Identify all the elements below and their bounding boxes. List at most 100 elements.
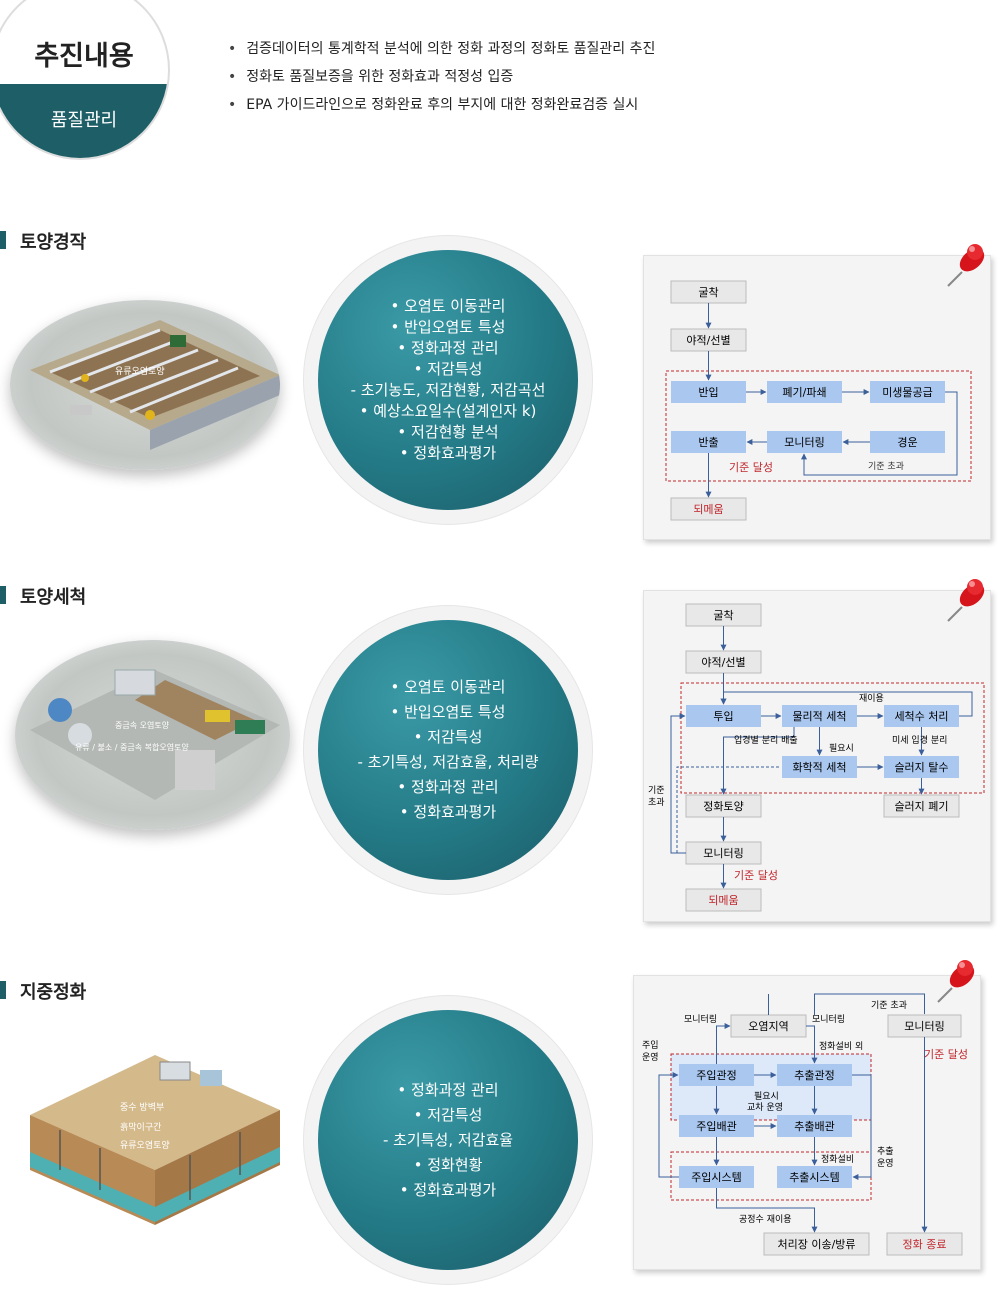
- photo-label: 유류오염토양: [120, 1140, 170, 1151]
- management-item: - 초기농도, 저감현황, 저감곡선: [350, 381, 546, 399]
- flow-node: 굴착: [713, 609, 733, 622]
- flow-node: 모니터링: [784, 436, 824, 449]
- landfarming-picture: 유류오염토양: [30, 320, 280, 450]
- page-title: 추진내용: [34, 41, 134, 72]
- flow-node: 추출배관: [794, 1120, 834, 1133]
- flow-node: 모니터링: [904, 1020, 944, 1033]
- summary-list: 검증데이터의 통계학적 분석에 의한 정화 과정의 정화토 품질관리 추진 정화…: [228, 35, 655, 119]
- flow-label: 모니터링: [812, 1013, 845, 1025]
- management-item: • 예상소요일수(설계인자 k): [359, 402, 537, 420]
- flow-node: 화학적 세척: [792, 761, 846, 774]
- flow-label: 필요시: [754, 1090, 779, 1102]
- flow-label: 공정수 재이용: [739, 1214, 792, 1225]
- flow-node: 주입시스템: [691, 1171, 742, 1184]
- management-item: • 반입오염토 특성: [390, 703, 506, 721]
- flow-label: 기준 달성: [729, 461, 773, 474]
- pushpin-icon: [942, 238, 994, 290]
- flow-label: 필요시: [829, 742, 854, 754]
- header-badge: 추진내용 품질관리: [0, 0, 170, 160]
- photo-label: 중수 방벽부: [120, 1102, 164, 1113]
- flow-label: 정화설비: [821, 1154, 854, 1165]
- management-item: • 오염토 이동관리: [390, 297, 506, 315]
- flow-node: 주입관정: [696, 1069, 736, 1082]
- flow-node: 물리적 세척: [792, 710, 846, 723]
- landfarming-flowchart: 굴착 야적/선별 반입 폐기/파쇄 미생물공급 반출 모니터링 경운 되메움 기…: [643, 244, 991, 540]
- page-subtitle: 품질관리: [0, 84, 168, 158]
- flow-node: 되메움: [708, 894, 738, 907]
- management-item: • 저감현황 분석: [397, 423, 499, 441]
- photo-label: 유류오염토양: [115, 366, 165, 377]
- flow-node: 추출관정: [794, 1069, 834, 1082]
- landfarming-illustration: 유류오염토양: [10, 300, 280, 470]
- flow-label: 초과: [648, 797, 665, 808]
- flow-node: 굴착: [698, 286, 718, 299]
- flow-label: 기준 초과: [868, 461, 904, 472]
- flow-label: 교차 운영: [747, 1101, 783, 1113]
- in-situ-illustration: 중수 방벽부 흙막이구간 유류오염토양: [20, 1040, 285, 1230]
- flow-node: 처리장 이송/방류: [777, 1238, 855, 1251]
- management-item: • 저감특성: [413, 360, 483, 378]
- flow-node: 정화토양: [703, 800, 743, 813]
- photo-label: 유류 / 불소 / 중금속 복합오염토양: [75, 742, 189, 752]
- flow-node: 추출시스템: [789, 1171, 840, 1184]
- in-situ-picture: 중수 방벽부 흙막이구간 유류오염토양: [30, 1055, 280, 1225]
- flow-node: 주입배관: [696, 1120, 736, 1133]
- photo-label: 중금속 오염토양: [115, 721, 170, 730]
- management-item: • 정화효과평가: [399, 444, 497, 462]
- flow-label: 운영: [877, 1158, 894, 1169]
- flow-label: 기준: [648, 785, 665, 796]
- management-item: • 정화현황: [413, 1155, 483, 1174]
- pushpin-icon: [942, 573, 994, 625]
- flow-node: 미생물공급: [882, 386, 933, 399]
- soil-washing-flowchart: 굴착 야적/선별 투입 물리적 세척 세척수 처리 화학적 세척 슬러지 탈수 …: [643, 579, 991, 922]
- management-item: • 오염토 이동관리: [390, 678, 506, 696]
- soil-washing-illustration: 중금속 오염토양 유류 / 불소 / 중금속 복합오염토양: [15, 640, 290, 830]
- flow-label: 모니터링: [684, 1013, 717, 1025]
- soil-washing-picture: 중금속 오염토양 유류 / 불소 / 중금속 복합오염토양: [30, 669, 280, 800]
- management-item: • 정화효과평가: [399, 803, 497, 821]
- flow-node: 세척수 처리: [894, 710, 948, 723]
- flow-node: 야적/선별: [686, 334, 730, 347]
- in-situ-management-circle: • 정화과정 관리 • 저감특성 - 초기특성, 저감효율 • 정화현황 • 정…: [318, 1010, 578, 1270]
- flow-node: 정화 종료: [903, 1238, 947, 1251]
- flow-node: 경운: [897, 436, 917, 449]
- management-item: - 초기특성, 저감효율, 처리량: [357, 753, 539, 771]
- flow-node: 슬러지 탈수: [894, 761, 948, 774]
- management-item: - 초기특성, 저감효율: [382, 1130, 514, 1149]
- flow-node: 반입: [698, 386, 718, 399]
- flow-label: 기준 달성: [924, 1048, 968, 1061]
- landfarming-management-circle: • 오염토 이동관리 • 반입오염토 특성 • 정화과정 관리 • 저감특성 -…: [318, 250, 578, 510]
- management-item: • 반입오염토 특성: [390, 318, 506, 336]
- flow-label: 주입: [642, 1039, 659, 1051]
- pushpin-icon: [932, 954, 984, 1006]
- flow-node: 오염지역: [748, 1020, 788, 1033]
- flow-node: 모니터링: [703, 847, 743, 860]
- flow-node: 야적/선별: [701, 656, 745, 669]
- management-item: • 정화효과평가: [399, 1180, 497, 1199]
- management-item: • 저감특성: [413, 1105, 483, 1124]
- management-item: • 정화과정 관리: [397, 339, 499, 357]
- summary-item: EPA 가이드라인으로 정화완료 후의 부지에 대한 정화완료검증 실시: [228, 91, 655, 119]
- flow-node: 반출: [698, 436, 718, 449]
- flow-node: 슬러지 폐기: [894, 800, 948, 813]
- flow-node: 되메움: [693, 503, 723, 516]
- in-situ-flowchart: 오염지역 모니터링 주입관정 추출관정 주입배관 추출배관 주입시스템 추출시스…: [633, 960, 981, 1270]
- flow-label: 정화설비 외: [819, 1040, 863, 1052]
- flow-label: 기준 달성: [734, 869, 778, 882]
- section-title-in-situ: 지중정화: [0, 978, 86, 1004]
- flow-label: 기준 초과: [871, 1000, 907, 1011]
- management-item: • 저감특성: [413, 728, 483, 746]
- section-title-soil-washing: 토양세척: [0, 583, 86, 609]
- flow-node: 투입: [713, 710, 733, 723]
- flow-node: 폐기/파쇄: [782, 386, 826, 399]
- summary-item: 검증데이터의 통계학적 분석에 의한 정화 과정의 정화토 품질관리 추진: [228, 35, 655, 63]
- flow-label: 미세 입경 분리: [892, 734, 947, 746]
- management-item: • 정화과정 관리: [397, 778, 499, 796]
- soil-washing-management-circle: • 오염토 이동관리 • 반입오염토 특성 • 저감특성 - 초기특성, 저감효…: [318, 620, 578, 880]
- flow-label: 운영: [642, 1052, 659, 1063]
- flow-label: 추출: [877, 1146, 894, 1157]
- section-title-landfarming: 토양경작: [0, 228, 86, 254]
- flow-label: 입경별 분리 배출: [734, 734, 798, 746]
- management-item: • 정화과정 관리: [397, 1080, 499, 1099]
- photo-label: 흙막이구간: [120, 1121, 161, 1133]
